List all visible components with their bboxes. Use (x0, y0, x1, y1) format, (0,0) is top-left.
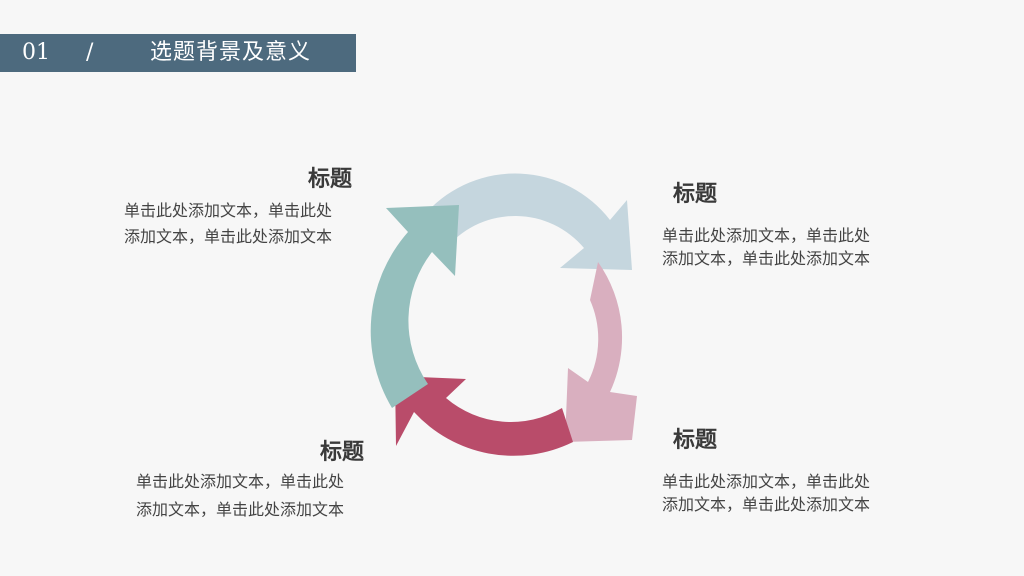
cycle-arrow-left (370, 205, 459, 408)
block-text-line2: 添加文本，单击此处添加文本 (662, 249, 871, 268)
block-text-line2: 添加文本，单击此处添加文本 (124, 227, 333, 246)
cycle-arrow-top (427, 173, 632, 270)
block-text-line2: 添加文本，单击此处添加文本 (662, 495, 871, 514)
block-text-line1: 单击此处添加文本，单击此处 (124, 201, 333, 220)
block-title: 标题 (673, 181, 718, 207)
cycle-arrow-right (565, 262, 637, 442)
block-text-line2: 添加文本，单击此处添加文本 (136, 500, 345, 519)
section-header-bar: 01 / 选题背景及意义 (0, 34, 356, 72)
section-number: 01 (22, 40, 50, 65)
block-text-line1: 单击此处添加文本，单击此处 (662, 472, 871, 491)
section-title: 选题背景及意义 (150, 40, 312, 65)
block-text-line1: 单击此处添加文本，单击此处 (136, 472, 345, 491)
block-title: 标题 (320, 439, 365, 465)
block-title: 标题 (673, 427, 718, 453)
cycle-arrow-bottom (395, 376, 573, 456)
section-separator: / (86, 40, 94, 65)
block-text-line1: 单击此处添加文本，单击此处 (662, 226, 871, 245)
block-title: 标题 (308, 166, 353, 192)
